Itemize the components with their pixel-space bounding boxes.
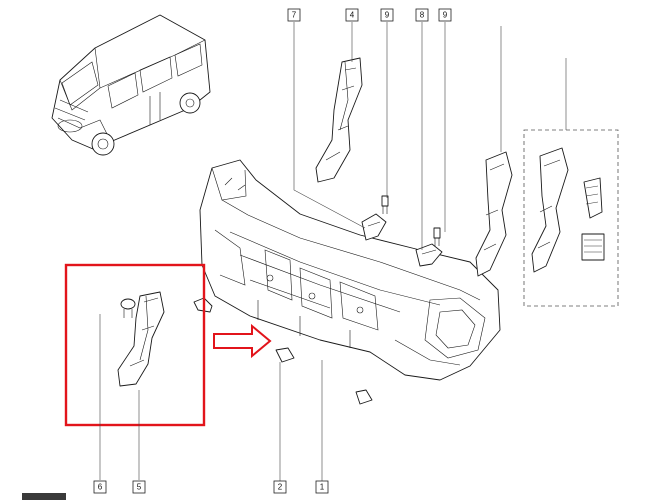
svg-text:8: 8 — [420, 11, 425, 20]
highlight-arrow — [213, 323, 272, 359]
highlight-box — [64, 263, 206, 427]
svg-text:5: 5 — [137, 483, 142, 492]
callout-2: 2 — [273, 480, 287, 494]
callout-5: 5 — [132, 480, 146, 494]
bracket-part-4-7 — [315, 57, 363, 183]
callout-7: 7 — [287, 8, 301, 22]
callout-6: 6 — [93, 480, 107, 494]
reference-tag — [22, 493, 66, 500]
bolt-part-6 — [120, 298, 136, 318]
svg-text:9: 9 — [443, 11, 448, 20]
svg-text:6: 6 — [98, 483, 103, 492]
lower-bracket-part-5 — [117, 291, 165, 387]
callout-9b: 9 — [438, 8, 452, 22]
svg-text:9: 9 — [385, 11, 390, 20]
svg-text:2: 2 — [278, 483, 283, 492]
svg-text:7: 7 — [292, 11, 297, 20]
leader-lines — [99, 22, 567, 482]
callout-1: 1 — [315, 480, 329, 494]
svg-text:4: 4 — [350, 11, 355, 20]
alternative-parts-group — [523, 129, 619, 307]
callout-8: 8 — [415, 8, 429, 22]
callout-9a: 9 — [380, 8, 394, 22]
bracket-part-8 — [361, 213, 443, 267]
side-bracket-right — [475, 151, 513, 277]
callout-4: 4 — [345, 8, 359, 22]
front-panel-part — [199, 159, 501, 381]
van-illustration — [51, 14, 211, 156]
screw-part-9 — [381, 195, 441, 246]
svg-text:1: 1 — [320, 483, 325, 492]
